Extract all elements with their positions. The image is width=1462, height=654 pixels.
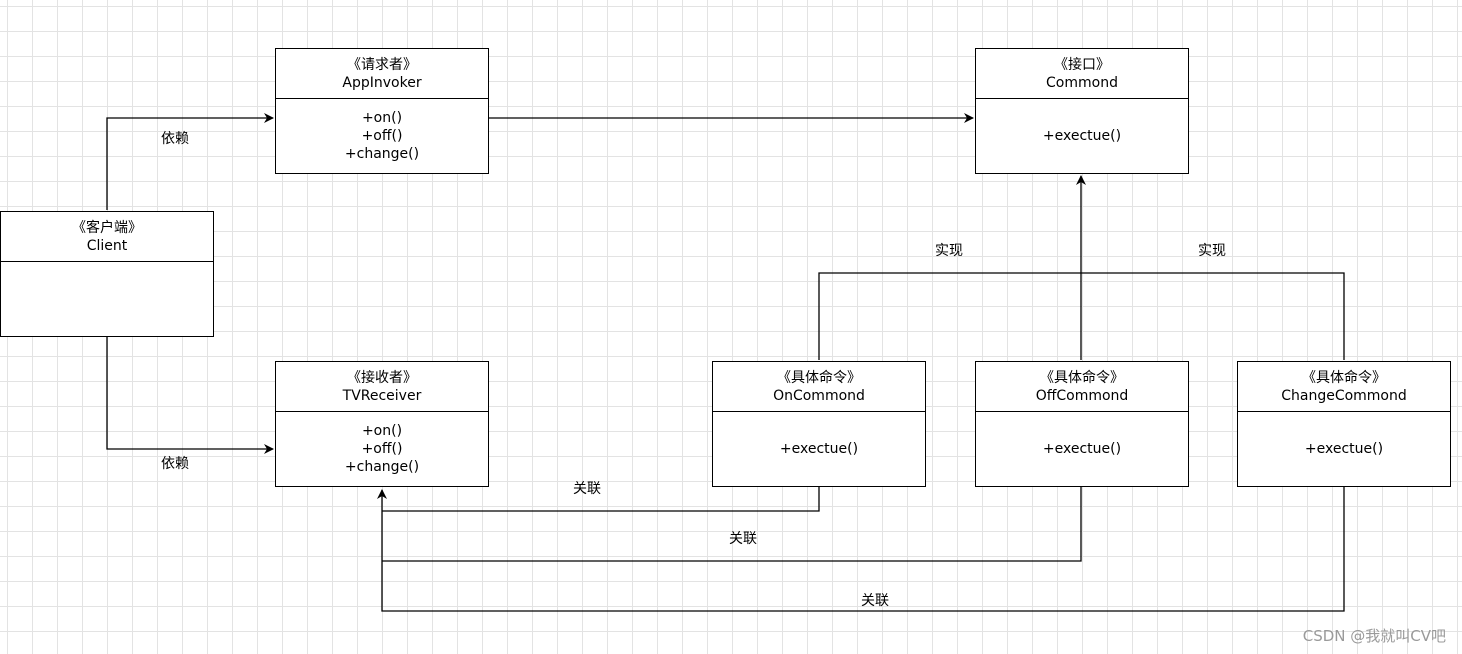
method: +exectue() (779, 441, 859, 457)
class-header: 《客户端》 Client (1, 212, 213, 262)
class-members: +on() +off() +change() (276, 412, 488, 486)
class-members: +exectue() (976, 99, 1188, 173)
method: +on() (361, 110, 403, 126)
stereotype: 《请求者》 (347, 56, 417, 73)
association-label-change: 关联 (861, 593, 889, 609)
dependency-label-receiver: 依赖 (161, 456, 189, 472)
class-name: TVReceiver (342, 387, 422, 404)
method: +change() (344, 146, 420, 162)
class-on-command[interactable]: 《具体命令》 OnCommond +exectue() (712, 361, 926, 487)
implementation-label-right: 实现 (1198, 243, 1226, 259)
class-header: 《接收者》 TVReceiver (276, 362, 488, 412)
method: +exectue() (1304, 441, 1384, 457)
method: +off() (361, 441, 403, 457)
implementation-on-line (818, 272, 1081, 360)
class-off-command[interactable]: 《具体命令》 OffCommond +exectue() (975, 361, 1189, 487)
method: +change() (344, 459, 420, 475)
method: +exectue() (1042, 128, 1122, 144)
stereotype: 《具体命令》 (1040, 369, 1124, 386)
implementation-change-line (1081, 272, 1345, 360)
class-members: +exectue() (976, 412, 1188, 486)
class-header: 《接口》 Commond (976, 49, 1188, 99)
association-on-line (382, 487, 820, 512)
class-client[interactable]: 《客户端》 Client (0, 211, 214, 337)
method: +exectue() (1042, 441, 1122, 457)
class-members: +exectue() (713, 412, 925, 486)
method: +off() (361, 128, 403, 144)
association-label-on: 关联 (573, 481, 601, 497)
class-change-command[interactable]: 《具体命令》 ChangeCommond +exectue() (1237, 361, 1451, 487)
class-command-interface[interactable]: 《接口》 Commond +exectue() (975, 48, 1189, 174)
class-tv-receiver[interactable]: 《接收者》 TVReceiver +on() +off() +change() (275, 361, 489, 487)
class-name: OnCommond (773, 387, 865, 404)
watermark-text: CSDN @我就叫CV吧 (1302, 627, 1446, 645)
stereotype: 《具体命令》 (1302, 369, 1386, 386)
class-members: +exectue() (1238, 412, 1450, 486)
class-header: 《具体命令》 OffCommond (976, 362, 1188, 412)
association-change-line (377, 487, 1345, 612)
dependency-client-invoker-line (106, 113, 274, 210)
dependency-client-receiver-line (106, 337, 274, 454)
stereotype: 《接口》 (1054, 56, 1110, 73)
method: +on() (361, 423, 403, 439)
stereotype: 《具体命令》 (777, 369, 861, 386)
dependency-label-invoker: 依赖 (161, 131, 189, 147)
association-off-line (382, 487, 1082, 562)
stereotype: 《接收者》 (347, 369, 417, 386)
class-name: OffCommond (1035, 387, 1129, 404)
class-members (1, 262, 213, 336)
class-name: Client (86, 237, 128, 254)
association-label-off: 关联 (729, 531, 757, 547)
class-members: +on() +off() +change() (276, 99, 488, 173)
stereotype: 《客户端》 (72, 219, 142, 236)
class-name: AppInvoker (342, 74, 422, 91)
class-header: 《具体命令》 OnCommond (713, 362, 925, 412)
implementation-label-left: 实现 (935, 243, 963, 259)
class-name: ChangeCommond (1281, 387, 1407, 404)
class-header: 《请求者》 AppInvoker (276, 49, 488, 99)
class-app-invoker[interactable]: 《请求者》 AppInvoker +on() +off() +change() (275, 48, 489, 174)
class-header: 《具体命令》 ChangeCommond (1238, 362, 1450, 412)
class-name: Commond (1046, 74, 1118, 91)
